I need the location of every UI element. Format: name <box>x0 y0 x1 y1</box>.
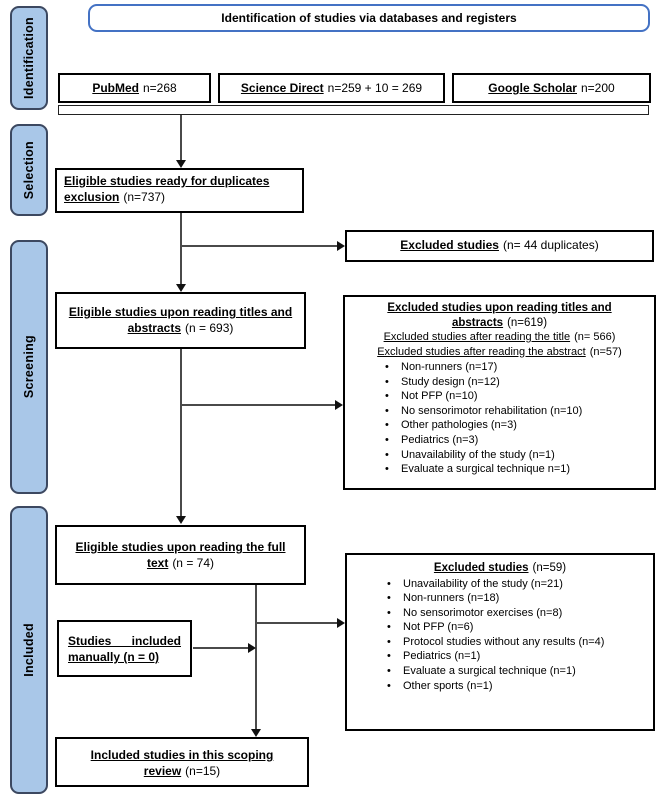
stage-label-selection: Selection <box>22 140 36 200</box>
bullet-item: No sensorimotor rehabilitation (n=10) <box>385 404 640 419</box>
stage-label-screening: Screening <box>22 335 36 399</box>
box-titles-abstracts-count: (n = 693) <box>185 321 234 335</box>
excluded-screening-sub1-count: (n= 566) <box>574 331 616 343</box>
box-full-text-count: (n = 74) <box>172 556 215 570</box>
stage-bar-selection: Selection <box>10 124 48 216</box>
bullet-item: Other sports (n=1) <box>387 679 639 694</box>
stage-bar-screening: Screening <box>10 240 48 494</box>
header-box: Identification of studies via databases … <box>88 4 650 32</box>
excluded-screening-sub1-label: Excluded studies after reading the title <box>383 331 571 343</box>
source-name-google-scholar: Google Scholar <box>488 81 577 95</box>
stage-bar-included: Included <box>10 506 48 794</box>
source-name-pubmed: PubMed <box>92 81 139 95</box>
connector-line <box>180 115 182 162</box>
box-full-text-title: Eligible studies upon reading the full t… <box>75 540 286 570</box>
box-titles-abstracts: Eligible studies upon reading titles and… <box>55 292 306 349</box>
arrow-down-icon <box>176 284 186 292</box>
arrow-down-icon <box>251 729 261 737</box>
bullet-item: Unavailability of the study (n=1) <box>385 448 640 463</box>
bullet-item: Pediatrics (n=3) <box>385 433 640 448</box>
arrow-down-icon <box>176 516 186 524</box>
excluded-screening-subline-title: Excluded studies after reading the title… <box>349 330 650 345</box>
source-count-google-scholar: n=200 <box>580 81 615 95</box>
box-excluded-full-text: Excluded studies(n=59) Unavailability of… <box>345 553 655 731</box>
box-included-final: Included studies in this scoping review(… <box>55 737 309 787</box>
bullet-item: Non-runners (n=17) <box>385 360 640 375</box>
connector-line <box>255 622 337 624</box>
arrow-right-icon <box>337 241 345 251</box>
stage-bar-identification: Identification <box>10 6 48 110</box>
source-count-science-direct: n=259 + 10 = 269 <box>327 81 423 95</box>
arrow-right-icon <box>337 618 345 628</box>
excluded-screening-subline-abstract: Excluded studies after reading the abstr… <box>349 345 650 360</box>
source-name-science-direct: Science Direct <box>240 81 324 95</box>
box-included-final-title: Included studies in this scoping review <box>90 748 274 778</box>
connector-line <box>255 584 257 730</box>
box-included-final-count: (n=15) <box>185 764 221 778</box>
arrow-right-icon <box>335 400 343 410</box>
box-duplicates-ready-count: (n=737) <box>123 190 166 204</box>
bullet-item: Pediatrics (n=1) <box>387 649 639 664</box>
box-titles-abstracts-title: Eligible studies upon reading titles and… <box>68 305 293 335</box>
excluded-screening-heading: Excluded studies upon reading titles and… <box>349 301 650 330</box>
bullet-item: Other pathologies (n=3) <box>385 418 640 433</box>
bullet-item: Evaluate a surgical technique (n=1) <box>387 664 639 679</box>
excluded-screening-sub2-count: (n=57) <box>589 345 622 358</box>
excluded-screening-bullet-list: Non-runners (n=17)Study design (n=12)Not… <box>349 360 650 477</box>
excluded-duplicates-title: Excluded studies <box>400 238 499 252</box>
box-full-text: Eligible studies upon reading the full t… <box>55 525 306 585</box>
stage-label-included: Included <box>22 623 36 677</box>
bullet-item: No sensorimotor exercises (n=8) <box>387 606 639 621</box>
connector-line <box>180 245 338 247</box>
header-title: Identification of studies via databases … <box>221 11 517 25</box>
stage-label-identification: Identification <box>22 17 36 99</box>
excluded-screening-sub2-label: Excluded studies after reading the abstr… <box>377 345 586 358</box>
excluded-screening-count: (n=619) <box>507 316 548 329</box>
arrow-right-icon <box>248 643 256 653</box>
connector-line <box>193 647 248 649</box>
excluded-full-text-title: Excluded studies <box>433 562 529 574</box>
excluded-full-text-heading: Excluded studies(n=59) <box>351 561 649 576</box>
bullet-item: Study design (n=12) <box>385 375 640 390</box>
box-manual-inclusion: Studies included manually (n = 0) <box>57 620 192 677</box>
bullet-item: Not PFP (n=10) <box>385 389 640 404</box>
excluded-full-text-bullet-list: Unavailability of the study (n=21)Non-ru… <box>351 577 649 694</box>
bullet-item: Unavailability of the study (n=21) <box>387 577 639 592</box>
connector-line <box>180 213 182 285</box>
connector-line <box>180 404 336 406</box>
bullet-item: Evaluate a surgical technique n=1) <box>385 462 640 477</box>
bullet-item: Not PFP (n=6) <box>387 620 639 635</box>
source-count-pubmed: n=268 <box>142 81 177 95</box>
box-excluded-screening: Excluded studies upon reading titles and… <box>343 295 656 490</box>
excluded-full-text-count: (n=59) <box>532 562 567 574</box>
excluded-duplicates-count: (n= 44 duplicates) <box>502 238 599 252</box>
box-manual-inclusion-title: Studies included manually (n = 0) <box>68 634 181 664</box>
connector-line <box>180 349 182 517</box>
merge-bracket <box>58 105 649 115</box>
box-excluded-duplicates: Excluded studies(n= 44 duplicates) <box>345 230 654 262</box>
excluded-screening-title: Excluded studies upon reading titles and… <box>387 302 612 329</box>
box-duplicates-ready: Eligible studies ready for duplicates ex… <box>55 168 304 213</box>
arrow-down-icon <box>176 160 186 168</box>
box-duplicates-ready-title: Eligible studies ready for duplicates ex… <box>64 174 270 204</box>
bullet-item: Protocol studies without any results (n=… <box>387 635 639 650</box>
bullet-item: Non-runners (n=18) <box>387 591 639 606</box>
